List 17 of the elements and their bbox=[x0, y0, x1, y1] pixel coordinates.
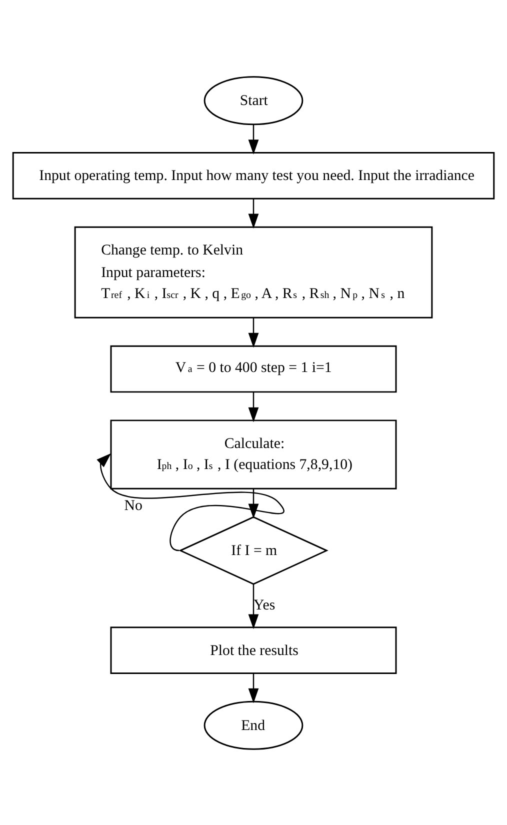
node-box: Change temp. to Kelvin Input parameters: Tref , Ki , Iscr , K , q , Ego , A , Rs , Rsh , Np , Ns , n bbox=[74, 226, 433, 318]
edge-label: No bbox=[124, 498, 142, 514]
node-ellipse: Start bbox=[204, 76, 304, 125]
arrow bbox=[96, 452, 284, 551]
arrow bbox=[248, 584, 259, 629]
arrow bbox=[248, 198, 259, 228]
node-box: Input operating temp. Input how many test you need. Input the irradiance bbox=[12, 152, 495, 199]
node-box: Plot the results bbox=[110, 626, 397, 674]
node-diamond: If I = m bbox=[178, 516, 328, 584]
arrow bbox=[248, 124, 259, 154]
arrow bbox=[248, 317, 259, 348]
arrow bbox=[248, 672, 259, 703]
edge-label: Yes bbox=[254, 597, 276, 614]
node-box: Calculate: Iph , Io , Is , I (equations 7,8,9,10) bbox=[110, 419, 397, 489]
node-box: Va = 0 to 400 step = 1 i=1 bbox=[110, 344, 397, 392]
node-ellipse: End bbox=[204, 700, 304, 750]
arrow bbox=[248, 392, 259, 422]
